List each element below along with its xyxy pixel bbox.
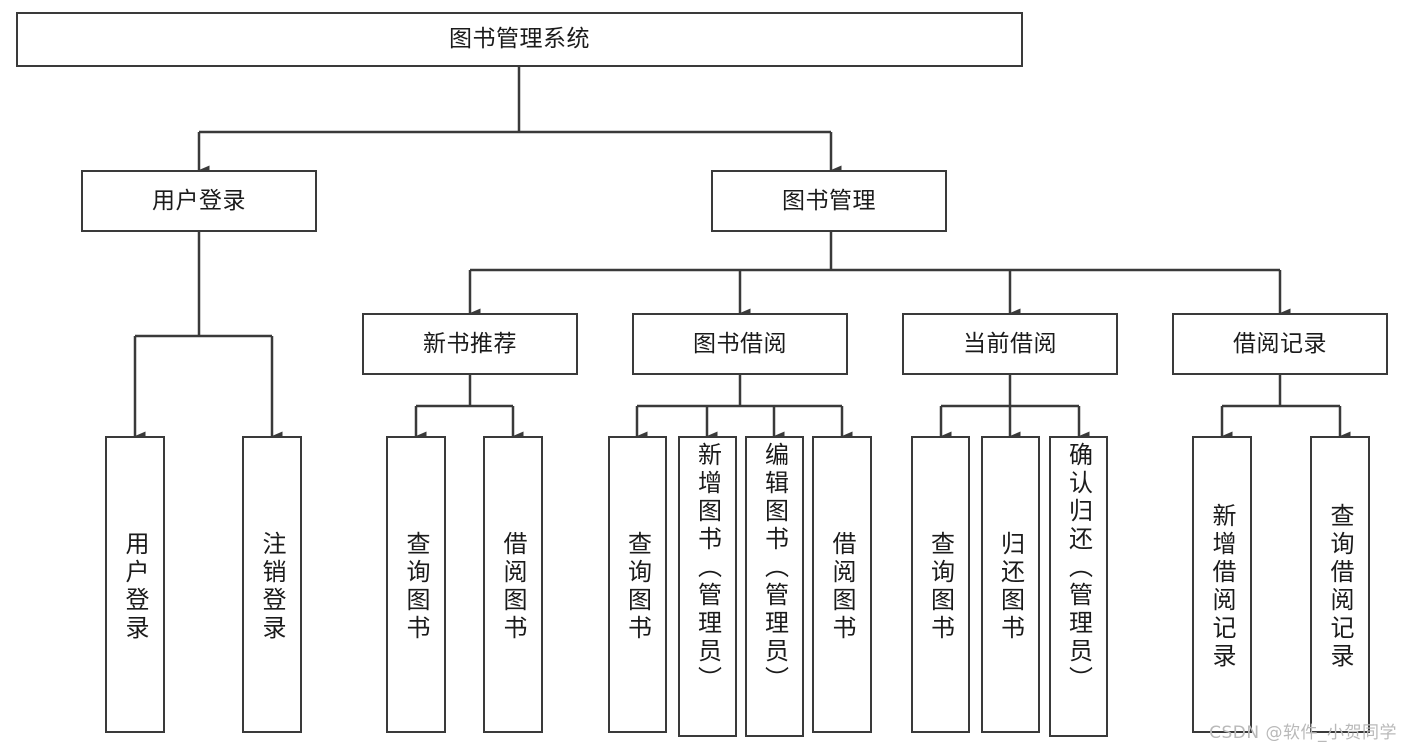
node-book-management[interactable]: 图书管理: [711, 170, 947, 232]
node-label: 注销登录: [258, 530, 286, 643]
csdn-watermark: CSDN @软件_小贺同学: [1209, 723, 1397, 743]
node-leaf-add-borrow-record[interactable]: 新增借阅记录: [1192, 436, 1252, 733]
node-leaf-borrow-borrow-book[interactable]: 借阅图书: [812, 436, 872, 733]
node-leaf-add-book-admin[interactable]: 新增图书（管理员）: [678, 436, 737, 737]
node-new-book-recommend[interactable]: 新书推荐: [362, 313, 578, 375]
node-leaf-confirm-return-admin[interactable]: 确认归还（管理员）: [1049, 436, 1108, 737]
node-leaf-return-book[interactable]: 归还图书: [981, 436, 1040, 733]
node-current-borrow[interactable]: 当前借阅: [902, 313, 1118, 375]
node-leaf-borrow-query-book[interactable]: 查询图书: [608, 436, 667, 733]
node-user-login[interactable]: 用户登录: [81, 170, 317, 232]
node-leaf-query-borrow-record[interactable]: 查询借阅记录: [1310, 436, 1370, 733]
node-label: 借阅图书: [828, 530, 856, 643]
node-label: 确认归还（管理员）: [1064, 442, 1093, 694]
node-label: 借阅记录: [1233, 330, 1327, 357]
node-label: 图书管理系统: [449, 26, 590, 53]
node-label: 新增图书（管理员）: [693, 442, 722, 694]
node-leaf-logout[interactable]: 注销登录: [242, 436, 302, 733]
node-label: 用户登录: [121, 530, 149, 643]
node-root-system[interactable]: 图书管理系统: [16, 12, 1023, 67]
node-label: 查询图书: [402, 530, 430, 643]
node-leaf-rec-query-book[interactable]: 查询图书: [386, 436, 446, 733]
node-label: 新书推荐: [423, 330, 517, 357]
node-label: 用户登录: [152, 187, 246, 214]
node-label: 查询借阅记录: [1326, 502, 1354, 671]
node-book-borrow[interactable]: 图书借阅: [632, 313, 848, 375]
node-label: 图书借阅: [693, 330, 787, 357]
node-leaf-user-login[interactable]: 用户登录: [105, 436, 165, 733]
node-leaf-cur-query-book[interactable]: 查询图书: [911, 436, 970, 733]
node-label: 查询图书: [926, 530, 955, 643]
node-label: 编辑图书（管理员）: [760, 442, 789, 694]
node-borrow-record[interactable]: 借阅记录: [1172, 313, 1388, 375]
node-leaf-rec-borrow-book[interactable]: 借阅图书: [483, 436, 543, 733]
node-leaf-edit-book-admin[interactable]: 编辑图书（管理员）: [745, 436, 804, 737]
node-label: 借阅图书: [499, 530, 527, 643]
node-label: 当前借阅: [963, 330, 1057, 357]
node-label: 归还图书: [996, 530, 1025, 643]
node-label: 查询图书: [623, 530, 652, 643]
node-label: 新增借阅记录: [1208, 502, 1236, 671]
node-label: 图书管理: [782, 187, 876, 214]
